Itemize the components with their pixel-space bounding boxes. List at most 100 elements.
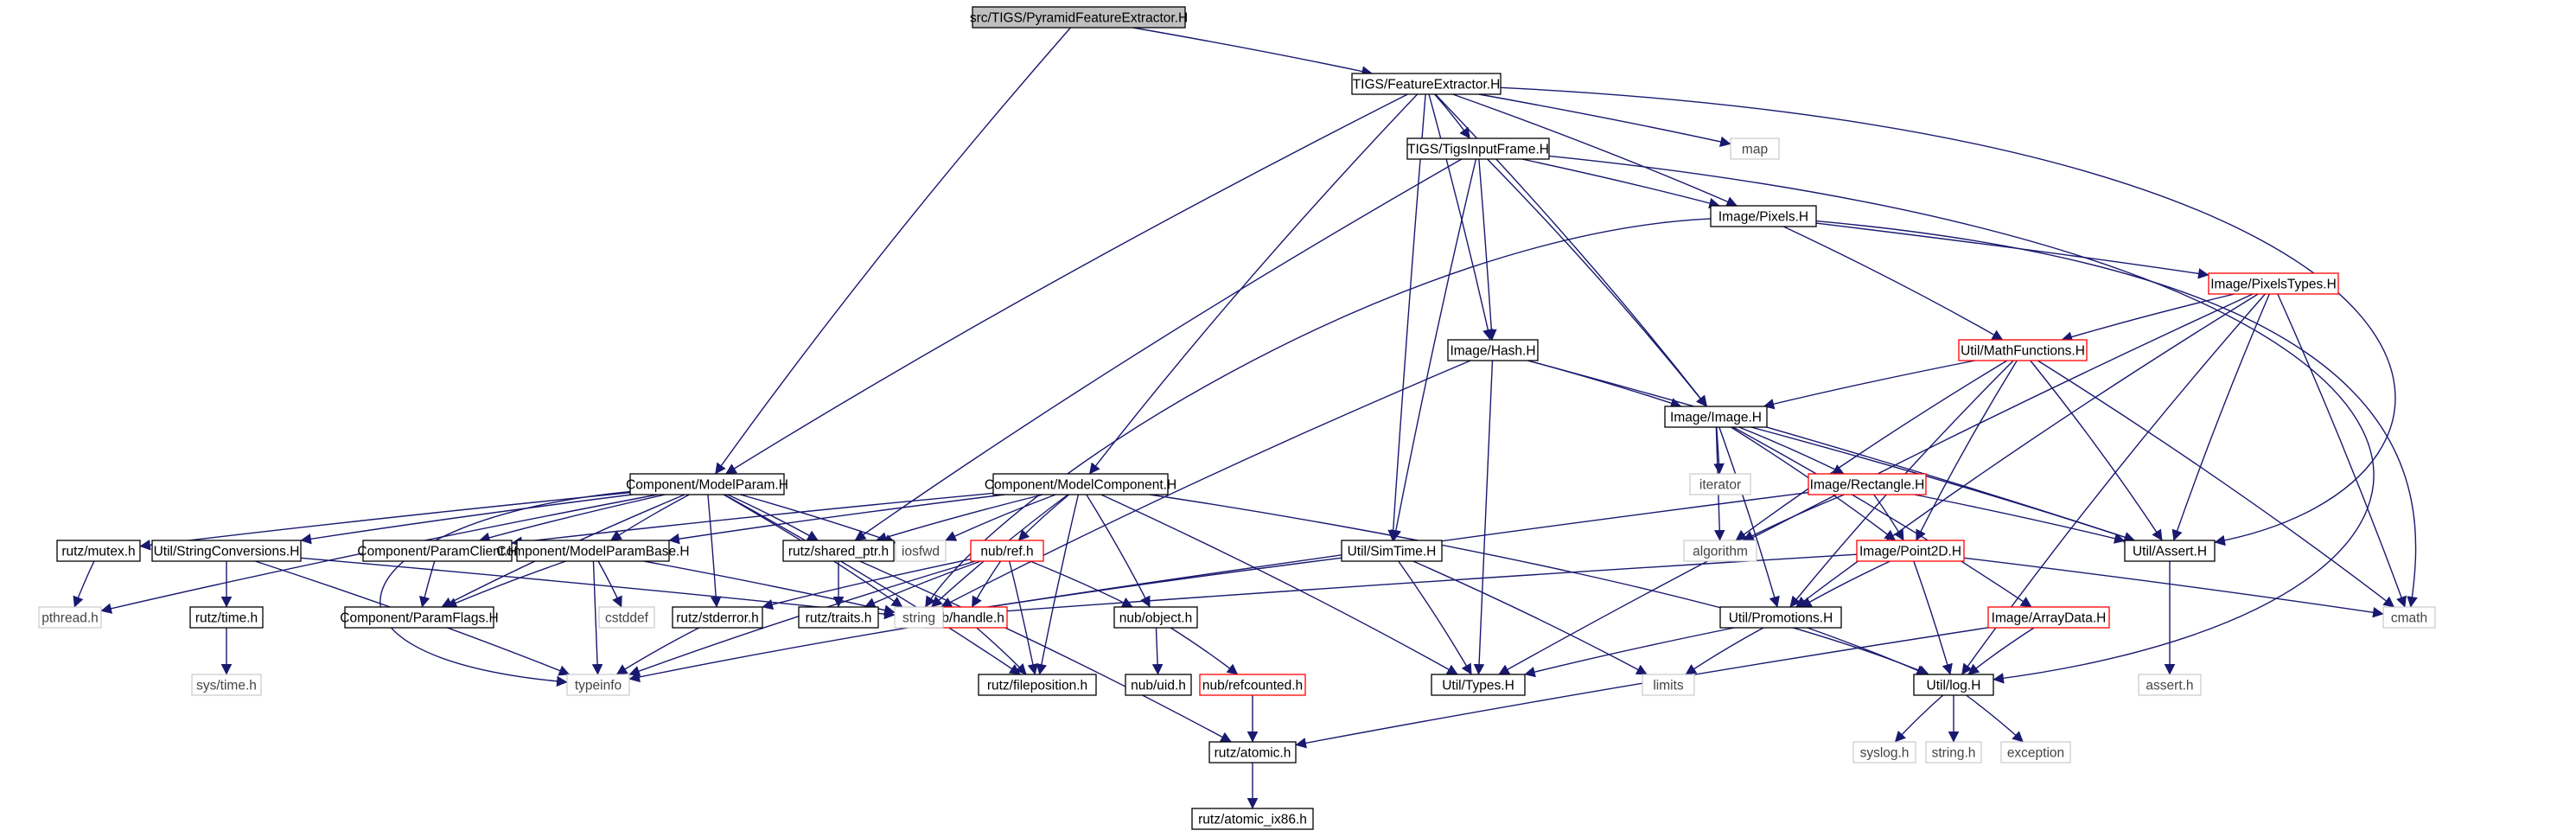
node-label-types: Util/Types.H — [1442, 679, 1514, 693]
edge-stderror-to-typeinfo — [615, 627, 700, 675]
node-nubuid[interactable]: nub/uid.h — [1125, 674, 1192, 696]
node-hash[interactable]: Image/Hash.H — [1447, 339, 1539, 361]
edge-modelparam-to-paramclient — [479, 494, 666, 543]
node-cmath[interactable]: cmath — [2382, 606, 2436, 629]
edge-modelcomp-to-sharedptr — [876, 494, 1043, 543]
node-stderror[interactable]: rutz/stderror.h — [672, 606, 763, 629]
edge-hash-to-types — [1473, 360, 1494, 675]
node-label-refcounted: nub/refcounted.h — [1202, 679, 1303, 693]
node-label-modelcomp: Component/ModelComponent.H — [985, 478, 1176, 493]
node-exception[interactable]: exception — [2000, 741, 2071, 764]
node-label-point2d: Image/Point2D.H — [1859, 545, 1961, 559]
node-atomic[interactable]: rutz/atomic.h — [1208, 741, 1297, 764]
node-string[interactable]: string — [894, 606, 944, 629]
node-limits[interactable]: limits — [1642, 674, 1695, 696]
node-algorithm[interactable]: algorithm — [1683, 540, 1757, 562]
edge-fe-to-pixels — [1452, 93, 1738, 207]
node-box-typeinfo — [566, 674, 630, 696]
node-label-fe: TIGS/FeatureExtractor.H — [1353, 78, 1501, 93]
node-label-algorithm: algorithm — [1693, 545, 1748, 559]
node-atomic86[interactable]: rutz/atomic_ix86.h — [1191, 808, 1314, 830]
node-label-atomic86: rutz/atomic_ix86.h — [1198, 813, 1307, 827]
node-strconv[interactable]: Util/StringConversions.H — [151, 540, 302, 562]
node-assert[interactable]: Util/Assert.H — [2124, 540, 2216, 562]
node-pixels[interactable]: Image/Pixels.H — [1710, 205, 1817, 227]
node-paramclient[interactable]: Component/ParamClient.H — [357, 540, 518, 562]
node-traits[interactable]: rutz/traits.h — [798, 606, 879, 629]
edge-image-to-arraydata — [1732, 426, 2032, 608]
node-mathfn[interactable]: Util/MathFunctions.H — [1958, 339, 2088, 361]
node-simtime[interactable]: Util/SimTime.H — [1341, 540, 1443, 562]
node-typeinfo[interactable]: typeinfo — [566, 674, 630, 696]
edge-fe-to-modelparam — [725, 93, 1408, 475]
node-filepos[interactable]: rutz/fileposition.h — [978, 674, 1097, 696]
node-rutztime[interactable]: rutz/time.h — [189, 606, 264, 629]
node-mutex[interactable]: rutz/mutex.h — [56, 540, 141, 562]
node-box-promotions — [1719, 606, 1842, 629]
node-nubobject[interactable]: nub/object.h — [1113, 606, 1198, 629]
edge-fe-to-tif — [1434, 93, 1470, 139]
node-box-cstddef — [598, 606, 655, 629]
node-label-iosfwd: iosfwd — [902, 545, 940, 559]
node-sharedptr[interactable]: rutz/shared_ptr.h — [782, 540, 895, 562]
edge-modelparam-to-mpbase — [610, 494, 690, 541]
node-box-nubobject — [1113, 606, 1198, 629]
edge-point2d-to-cmath — [1963, 557, 2384, 618]
edge-nubref-to-filepos — [1009, 560, 1039, 675]
node-systime[interactable]: sys/time.h — [191, 674, 262, 696]
node-box-syslog — [1852, 741, 1916, 764]
node-label-rutztime: rutz/time.h — [195, 611, 258, 626]
node-cstddef[interactable]: cstddef — [598, 606, 655, 629]
edge-modelcomp-to-nubobject — [1086, 494, 1151, 608]
node-pixtypes[interactable]: Image/PixelsTypes.H — [2208, 272, 2339, 295]
node-box-rect — [1808, 473, 1927, 495]
edge-modelparam-to-stderror — [707, 494, 722, 608]
edge-pixtypes-to-mathfn — [2061, 293, 2235, 342]
node-root[interactable]: src/TIGS/PyramidFeatureExtractor.H — [970, 6, 1188, 29]
node-map[interactable]: map — [1730, 137, 1780, 160]
node-modelcomp[interactable]: Component/ModelComponent.H — [985, 473, 1176, 495]
node-pthread[interactable]: pthread.h — [38, 606, 102, 629]
edge-fe-to-assert — [1500, 86, 2396, 546]
node-iterator[interactable]: iterator — [1689, 473, 1751, 495]
edge-modelcomp-to-types — [1100, 494, 1458, 675]
node-box-hash — [1447, 339, 1539, 361]
edge-nubref-to-traits — [864, 560, 981, 608]
edge-mpbase-to-paramflags — [445, 560, 566, 609]
edge-root-to-modelparam — [714, 27, 1071, 475]
node-log[interactable]: Util/log.H — [1913, 674, 1994, 696]
node-tif[interactable]: TIGS/TigsInputFrame.H — [1406, 137, 1550, 160]
edge-mathfn-to-assert — [2030, 360, 2163, 541]
node-point2d[interactable]: Image/Point2D.H — [1856, 540, 1965, 562]
node-mpbase[interactable]: Component/ModelParamBase.H — [496, 540, 690, 562]
node-image[interactable]: Image/Image.H — [1664, 406, 1768, 428]
node-label-simtime: Util/SimTime.H — [1348, 545, 1437, 559]
node-box-pixels — [1710, 205, 1817, 227]
node-assert_h[interactable]: assert.h — [2138, 674, 2202, 696]
node-box-modelparam — [629, 473, 785, 495]
node-arraydata[interactable]: Image/ArrayData.H — [1987, 606, 2110, 629]
node-rect[interactable]: Image/Rectangle.H — [1808, 473, 1927, 495]
node-box-iosfwd — [895, 540, 947, 562]
node-refcounted[interactable]: nub/refcounted.h — [1199, 674, 1306, 696]
node-label-sharedptr: rutz/shared_ptr.h — [788, 545, 889, 559]
node-nubref[interactable]: nub/ref.h — [970, 540, 1044, 562]
edge-nubobject-to-nubuid — [1151, 627, 1164, 675]
node-promotions[interactable]: Util/Promotions.H — [1719, 606, 1842, 629]
node-modelparam[interactable]: Component/ModelParam.H — [626, 473, 788, 495]
edge-modelparam-to-mutex — [139, 492, 631, 551]
edge-simtime-to-limits — [1412, 560, 1648, 675]
node-syslog[interactable]: syslog.h — [1852, 741, 1916, 764]
node-label-mutex: rutz/mutex.h — [61, 545, 135, 559]
node-fe[interactable]: TIGS/FeatureExtractor.H — [1351, 73, 1502, 95]
node-types[interactable]: Util/Types.H — [1431, 674, 1526, 696]
node-stringh[interactable]: string.h — [1925, 741, 1982, 764]
node-box-string — [894, 606, 944, 629]
node-iosfwd[interactable]: iosfwd — [895, 540, 947, 562]
node-paramflags[interactable]: Component/ParamFlags.H — [340, 606, 499, 629]
node-label-atomic: rutz/atomic.h — [1215, 746, 1291, 761]
node-label-nubobject: nub/object.h — [1119, 611, 1192, 626]
edge-hash-to-assert — [1527, 360, 2136, 543]
